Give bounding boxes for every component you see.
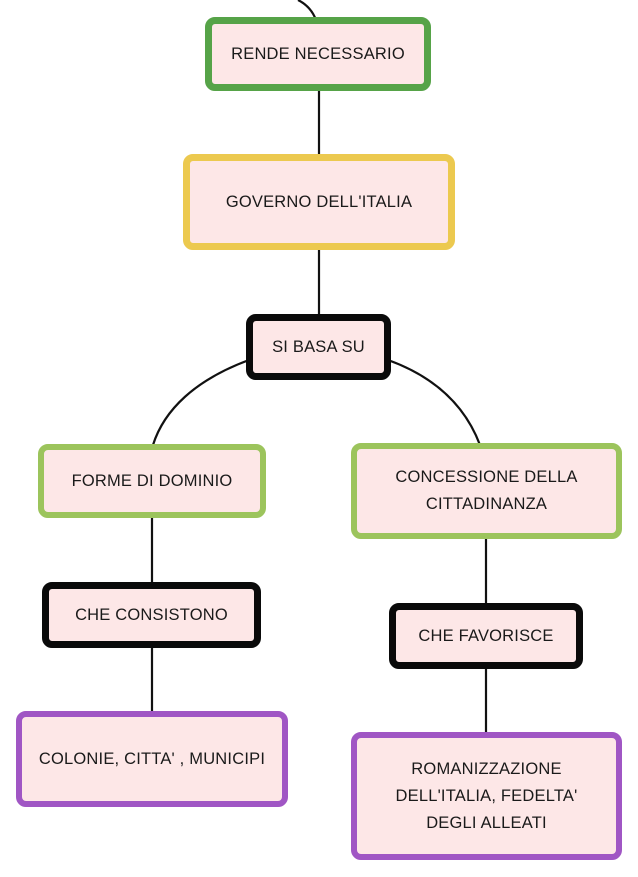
node-che-favorisce[interactable]: CHE FAVORISCE <box>389 603 583 669</box>
node-forme-di-dominio[interactable]: FORME DI DOMINIO <box>38 444 266 518</box>
node-concessione-cittadinanza[interactable]: CONCESSIONE DELLA CITTADINANZA <box>351 443 622 539</box>
node-che-consistono[interactable]: CHE CONSISTONO <box>42 582 261 648</box>
node-romanizzazione-line2: DELL'ITALIA, FEDELTA' <box>395 786 578 805</box>
node-governo-dell-italia[interactable]: GOVERNO DELL'ITALIA <box>183 154 455 250</box>
node-concessione-line1: CONCESSIONE DELLA <box>395 468 578 486</box>
node-rende-necessario-label: RENDE NECESSARIO <box>231 44 405 63</box>
node-colonie-citta-municipi[interactable]: COLONIE, CITTA' , MUNICIPI <box>16 711 288 807</box>
node-forme-dominio-label: FORME DI DOMINIO <box>71 471 233 490</box>
edge-si-basa-su-to-concessione <box>387 358 482 446</box>
edge-si-basa-su-to-forme-dominio <box>151 358 250 446</box>
node-che-consistono-label: CHE CONSISTONO <box>75 605 228 624</box>
node-governo-label: GOVERNO DELL'ITALIA <box>225 192 413 211</box>
node-romanizzazione-line1: ROMANIZZAZIONE <box>411 759 562 778</box>
node-concessione-text: CONCESSIONE DELLA CITTADINANZA <box>395 464 577 518</box>
node-si-basa-su-label: SI BASA SU <box>272 337 365 356</box>
node-si-basa-su[interactable]: SI BASA SU <box>246 314 391 380</box>
node-colonie-label: COLONIE, CITTA' , MUNICIPI <box>38 749 266 768</box>
node-che-favorisce-label: CHE FAVORISCE <box>418 626 554 645</box>
node-concessione-line2: CITTADINANZA <box>425 495 548 513</box>
node-rende-necessario[interactable]: RENDE NECESSARIO <box>205 17 431 91</box>
node-romanizzazione[interactable]: ROMANIZZAZIONE DELL'ITALIA, FEDELTA' DEG… <box>351 732 622 860</box>
node-romanizzazione-text: ROMANIZZAZIONE DELL'ITALIA, FEDELTA' DEG… <box>396 756 578 837</box>
node-romanizzazione-line3: DEGLI ALLEATI <box>426 813 547 832</box>
